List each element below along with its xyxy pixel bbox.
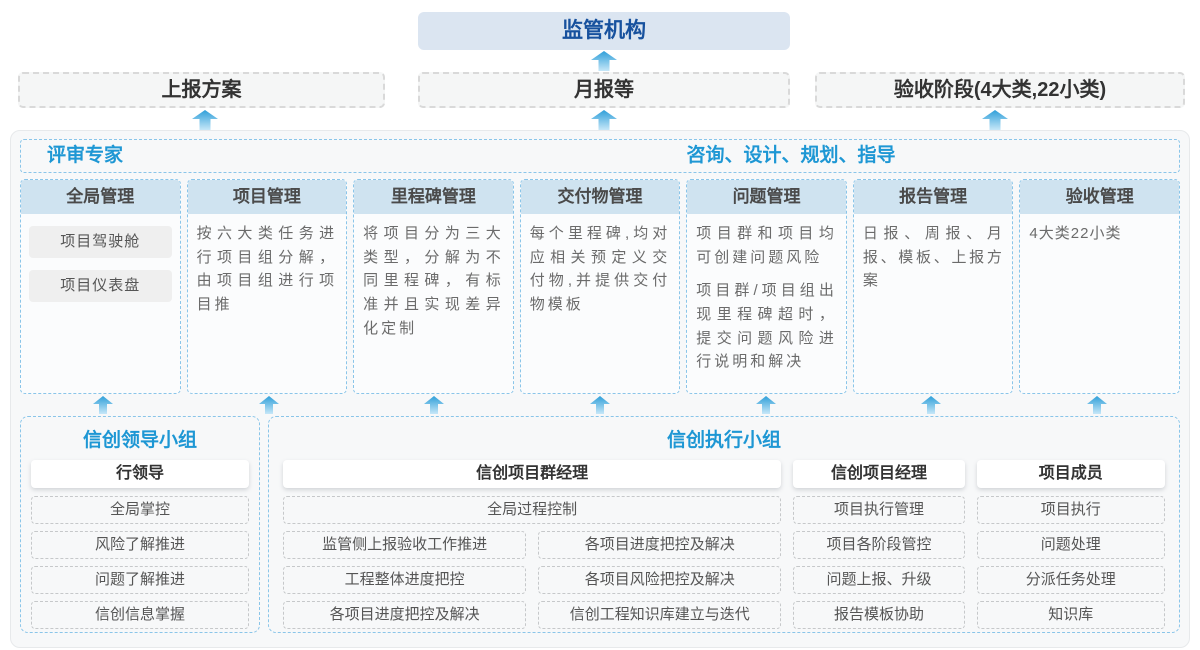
advisory-label: 咨询、设计、规划、指导 <box>686 145 896 166</box>
column-title: 全局管理 <box>21 180 180 214</box>
column-description: 将项目分为三大类型，分解为不同里程碑，有标准并且实现差异化定制 <box>363 225 504 337</box>
column-milestone-management: 里程碑管理 将项目分为三大类型，分解为不同里程碑，有标准并且实现差异化定制 <box>353 179 514 394</box>
column-title: 项目管理 <box>187 180 347 214</box>
column-description: 4大类22小类 <box>1029 225 1122 242</box>
column-title: 里程碑管理 <box>354 180 513 214</box>
pill-project-dashboard: 项目仪表盘 <box>29 270 172 302</box>
up-arrow-icon <box>591 51 617 71</box>
up-arrow-icon <box>589 396 610 414</box>
column-report-management: 报告管理 日报、周报、月报、模板、上报方案 <box>852 179 1014 394</box>
column-description: 按六大类任务进行项目组分解，由项目组进行项目推 <box>196 225 338 314</box>
task-item: 问题上报、升级 <box>793 566 965 594</box>
column-title: 报告管理 <box>853 180 1013 214</box>
column-acceptance-management: 验收管理 4大类22小类 <box>1019 179 1180 394</box>
task-item: 风险了解推进 <box>31 531 249 559</box>
column-deliverable-management: 交付物管理 每个里程碑,均对应相关预定义交付物,并提供交付物模板 <box>519 179 681 394</box>
expert-label: 评审专家 <box>47 145 124 166</box>
task-item: 监管侧上报验收工作推进 <box>283 531 527 559</box>
column-description: 每个里程碑,均对应相关预定义交付物,并提供交付物模板 <box>529 225 671 314</box>
arrow-row <box>20 394 1180 416</box>
task-item: 各项目风险把控及解决 <box>538 566 782 594</box>
platform-header: 评审专家 咨询、设计、规划、指导 <box>20 139 1180 173</box>
task-item: 项目各阶段管控 <box>793 531 965 559</box>
column-issue-management: 问题管理 项目群和项目均可创建问题风险 项目群/项目组出现里程碑超时，提交问题风… <box>686 179 847 394</box>
management-columns: 全局管理 项目驾驶舱 项目仪表盘 项目管理 按六大类任务进行项目组分解，由项目组… <box>20 179 1180 394</box>
role-box-bank-leader: 行领导 <box>31 460 249 488</box>
up-arrow-icon <box>755 396 776 414</box>
up-arrow-icon <box>92 396 113 414</box>
platform-container: 评审专家 咨询、设计、规划、指导 全局管理 项目驾驶舱 项目仪表盘 项目管理 按… <box>10 130 1190 648</box>
up-arrow-icon <box>258 396 279 414</box>
column-description: 项目群和项目均可创建问题风险 <box>696 225 837 266</box>
task-item: 信创工程知识库建立与迭代 <box>538 601 782 629</box>
pill-project-cockpit: 项目驾驶舱 <box>29 226 172 258</box>
role-box-project-manager: 信创项目经理 <box>793 460 965 488</box>
deliverable-box-report-plan: 上报方案 <box>18 72 385 108</box>
role-box-project-member: 项目成员 <box>976 460 1165 488</box>
task-item: 报告模板协助 <box>793 601 965 629</box>
task-item: 全局过程控制 <box>283 496 782 524</box>
leader-group: 信创领导小组 行领导 全局掌控 风险了解推进 问题了解推进 信创信息掌握 <box>20 416 260 633</box>
task-item: 各项目进度把控及解决 <box>283 601 527 629</box>
column-description: 项目群/项目组出现里程碑超时，提交问题风险进行说明和解决 <box>696 282 837 371</box>
task-item: 问题了解推进 <box>31 566 249 594</box>
task-item: 项目执行 <box>976 496 1165 524</box>
project-manager-section: 信创项目经理 项目执行管理 项目各阶段管控 问题上报、升级 报告模板协助 <box>793 460 965 636</box>
column-title: 验收管理 <box>1020 180 1179 214</box>
leader-group-title: 信创领导小组 <box>82 430 197 451</box>
up-arrow-icon <box>591 110 617 130</box>
project-member-section: 项目成员 项目执行 问题处理 分派任务处理 知识库 <box>976 460 1165 636</box>
role-box-program-manager: 信创项目群经理 <box>283 460 782 488</box>
up-arrow-icon <box>982 110 1008 130</box>
column-project-management: 项目管理 按六大类任务进行项目组分解，由项目组进行项目推 <box>186 179 348 394</box>
task-item: 分派任务处理 <box>976 566 1165 594</box>
task-item: 全局掌控 <box>31 496 249 524</box>
exec-group-title: 信创执行小组 <box>666 430 781 451</box>
up-arrow-icon <box>921 396 942 414</box>
task-item: 工程整体进度把控 <box>283 566 527 594</box>
exec-group: 信创执行小组 信创项目群经理 全局过程控制 监管侧上报验收工作推进 各项目进度把… <box>268 416 1180 633</box>
program-manager-section: 信创项目群经理 全局过程控制 监管侧上报验收工作推进 各项目进度把控及解决 工程… <box>283 460 782 636</box>
task-item: 项目执行管理 <box>793 496 965 524</box>
deliverable-box-acceptance-stage: 验收阶段(4大类,22小类) <box>815 72 1185 108</box>
task-item: 信创信息掌握 <box>31 601 249 629</box>
deliverable-box-monthly-report: 月报等 <box>418 72 790 108</box>
column-title: 交付物管理 <box>520 180 680 214</box>
up-arrow-icon <box>192 110 218 130</box>
up-arrow-icon <box>424 396 445 414</box>
regulator-box: 监管机构 <box>418 12 790 50</box>
column-global-management: 全局管理 项目驾驶舱 项目仪表盘 <box>20 179 181 394</box>
up-arrow-icon <box>1087 396 1108 414</box>
task-item: 知识库 <box>976 601 1165 629</box>
column-title: 问题管理 <box>687 180 846 214</box>
task-item: 问题处理 <box>976 531 1165 559</box>
column-description: 日报、周报、月报、模板、上报方案 <box>862 225 1004 290</box>
task-item: 各项目进度把控及解决 <box>538 531 782 559</box>
